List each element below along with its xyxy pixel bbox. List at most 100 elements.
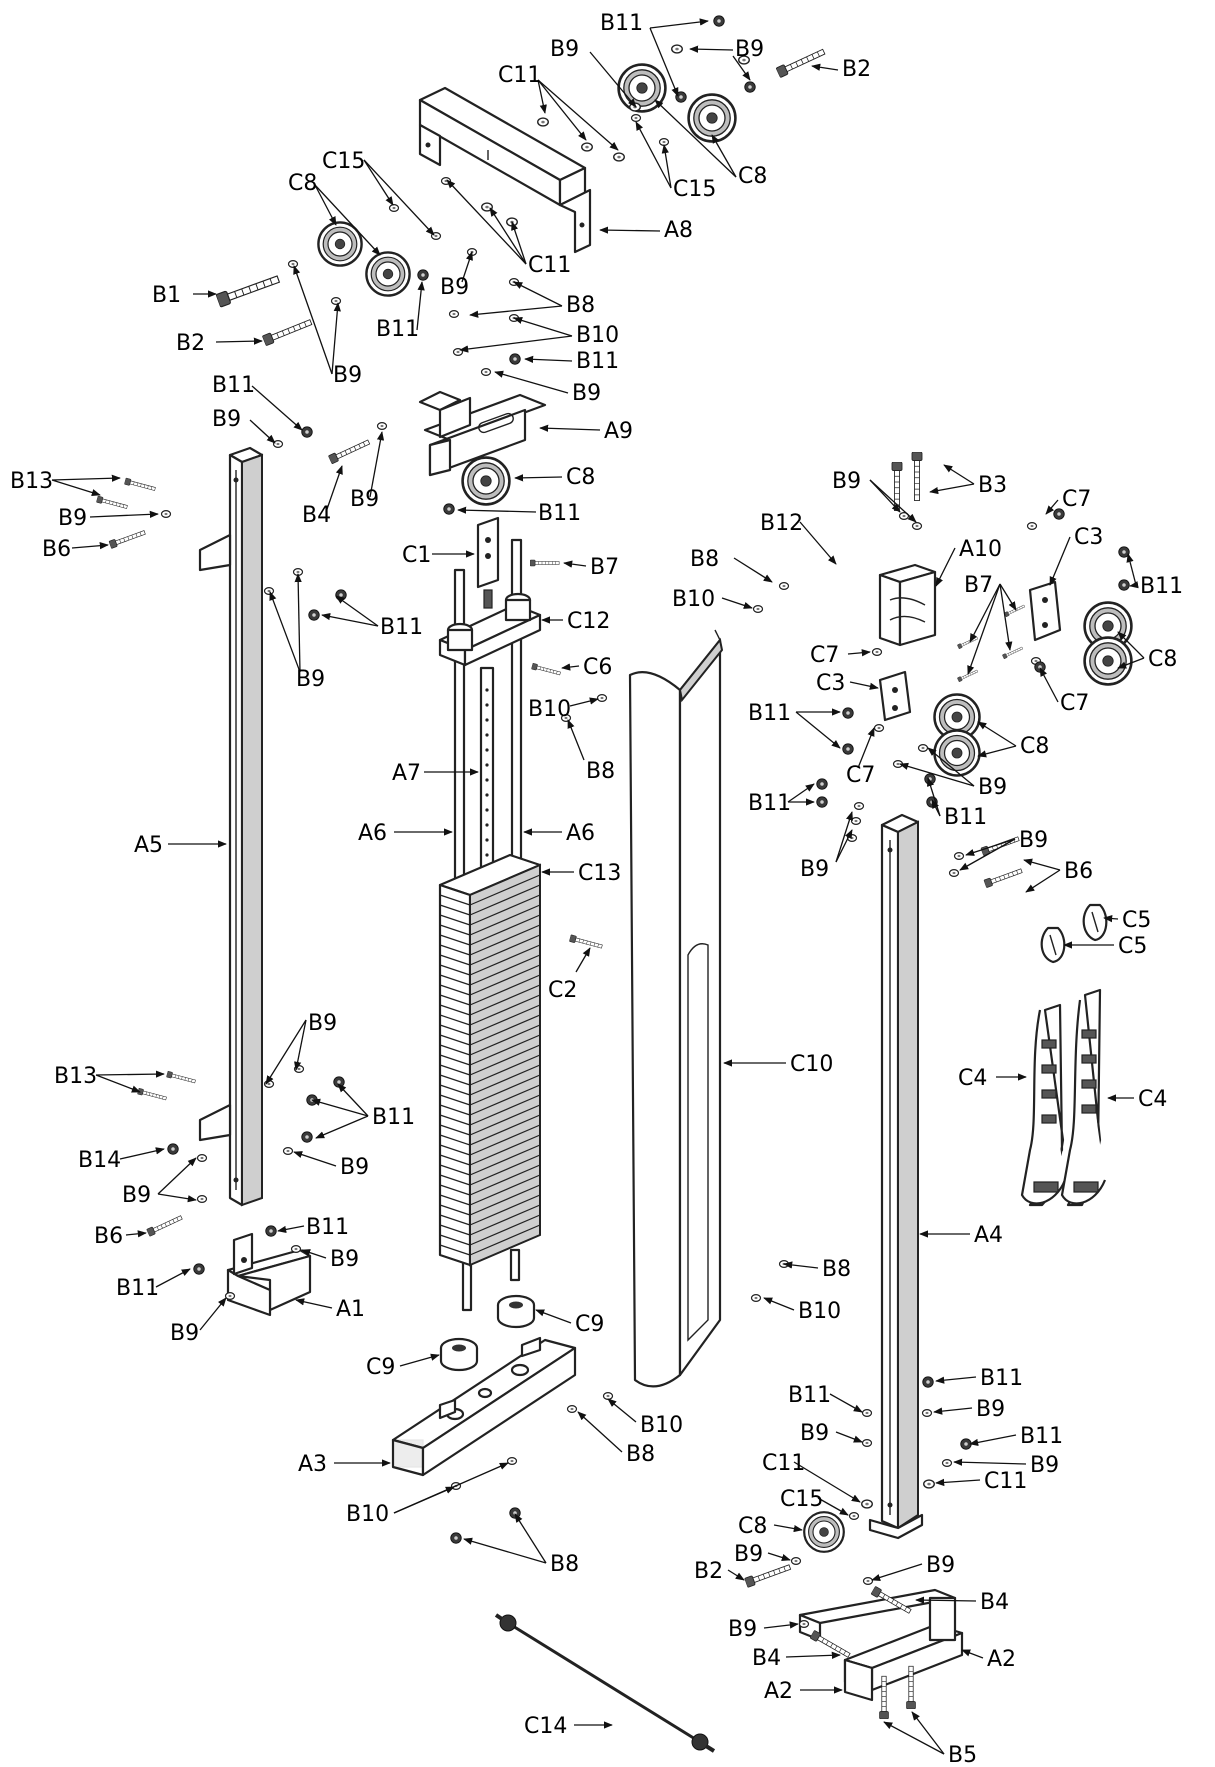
weight-plate-edge bbox=[439, 1124, 471, 1136]
part-label: B10 bbox=[528, 697, 571, 722]
part-label: B13 bbox=[54, 1064, 97, 1089]
part-label: B9 bbox=[800, 857, 829, 882]
weight-plate-edge bbox=[439, 1054, 471, 1066]
part-label: C3 bbox=[816, 671, 845, 696]
part-label: B8 bbox=[550, 1552, 579, 1577]
part-label: A5 bbox=[134, 833, 163, 858]
part-label: C9 bbox=[366, 1355, 395, 1380]
part-label: B12 bbox=[760, 511, 803, 536]
pulley-bracket-a9 bbox=[418, 390, 547, 477]
pulley-plate-c3-lower bbox=[878, 670, 912, 722]
part-label: B11 bbox=[538, 501, 581, 526]
part-label: C9 bbox=[575, 1312, 604, 1337]
part-label: B2 bbox=[176, 331, 205, 356]
pop-pin-c2 bbox=[568, 934, 604, 951]
handle-c4-left bbox=[1020, 1003, 1067, 1207]
bolt-b7-right-a bbox=[1003, 603, 1026, 618]
part-label: C8 bbox=[738, 164, 767, 189]
part-label: B9 bbox=[800, 1421, 829, 1446]
weight-plate-edge bbox=[439, 994, 471, 1006]
part-label: B8 bbox=[822, 1257, 851, 1282]
part-label: B9 bbox=[58, 506, 87, 531]
pulley-housing-a10 bbox=[878, 563, 937, 647]
pulley-plate-c3-upper bbox=[1028, 580, 1062, 642]
part-label: B11 bbox=[372, 1105, 415, 1130]
part-label: C14 bbox=[524, 1714, 567, 1739]
weight-plate-face bbox=[469, 1164, 541, 1196]
top-plate-c12 bbox=[438, 592, 542, 667]
part-label: C13 bbox=[578, 861, 621, 886]
part-label: C7 bbox=[846, 763, 875, 788]
part-label: C11 bbox=[984, 1469, 1027, 1494]
bolt-b3-b bbox=[911, 452, 923, 502]
part-label: B6 bbox=[1064, 859, 1093, 884]
bottom-frame-a3 bbox=[391, 1336, 577, 1477]
part-label: B7 bbox=[590, 555, 619, 580]
weight-plate-edge bbox=[439, 1234, 471, 1246]
part-label: A9 bbox=[604, 419, 633, 444]
part-label: C15 bbox=[673, 177, 716, 202]
part-label: B9 bbox=[350, 487, 379, 512]
weight-plate-edge bbox=[439, 1244, 471, 1256]
weight-plate-edge bbox=[439, 934, 471, 946]
weight-plate-edge bbox=[439, 964, 471, 976]
weight-plate-face bbox=[469, 1184, 541, 1216]
part-label: B5 bbox=[948, 1743, 977, 1767]
part-label: B2 bbox=[842, 57, 871, 82]
part-label: A8 bbox=[664, 218, 693, 243]
weight-plate-edge bbox=[439, 1144, 471, 1156]
weight-plate-face bbox=[469, 1094, 541, 1126]
part-label: A3 bbox=[298, 1452, 327, 1477]
weight-plate-edge bbox=[439, 1024, 471, 1036]
part-label: B10 bbox=[672, 587, 715, 612]
bolt-b7-right-d bbox=[956, 668, 979, 683]
weight-plate-face bbox=[469, 1194, 541, 1226]
part-label: B7 bbox=[964, 573, 993, 598]
bolt-b6-upper bbox=[108, 528, 147, 550]
weight-plate-face bbox=[469, 864, 541, 896]
part-label: C8 bbox=[566, 465, 595, 490]
part-label: B9 bbox=[976, 1397, 1005, 1422]
weight-plate-edge bbox=[439, 1074, 471, 1086]
weight-plate-face bbox=[469, 984, 541, 1016]
bolt-b6-right-b bbox=[983, 866, 1024, 889]
left-foot-a1 bbox=[226, 1232, 312, 1317]
bolt-b3-a bbox=[891, 462, 903, 512]
weight-stack-c13 bbox=[438, 853, 542, 1267]
weight-plate-edge bbox=[439, 884, 471, 896]
weight-plate-face bbox=[469, 874, 541, 906]
part-label: B6 bbox=[94, 1224, 123, 1249]
part-label: B11 bbox=[380, 615, 423, 640]
pulley-c8-right-d bbox=[1083, 636, 1133, 686]
part-label: C11 bbox=[762, 1451, 805, 1476]
part-label: B10 bbox=[346, 1502, 389, 1527]
part-label: C4 bbox=[958, 1066, 987, 1091]
part-label: B2 bbox=[694, 1559, 723, 1584]
weight-plate-edge bbox=[439, 1084, 471, 1096]
weight-plate-edge bbox=[439, 1164, 471, 1176]
part-label: C7 bbox=[810, 643, 839, 668]
weight-plate-face bbox=[469, 924, 541, 956]
bolt-b13-upper-a bbox=[123, 477, 157, 493]
bolt-b1 bbox=[215, 272, 282, 308]
weight-plate-edge bbox=[439, 974, 471, 986]
part-label: C5 bbox=[1122, 908, 1151, 933]
part-label: C8 bbox=[1020, 734, 1049, 759]
bolt-b2-top bbox=[775, 46, 827, 79]
part-label: B4 bbox=[980, 1590, 1009, 1615]
weight-plate-face bbox=[469, 934, 541, 966]
weight-plate-face bbox=[469, 944, 541, 976]
part-label: B9 bbox=[440, 275, 469, 300]
handle-c4-right bbox=[1060, 988, 1107, 1207]
part-label: B11 bbox=[1140, 574, 1183, 599]
part-label: B11 bbox=[600, 11, 643, 36]
weight-plate-face bbox=[469, 1114, 541, 1146]
weight-plate-face bbox=[469, 1074, 541, 1106]
weight-plate-edge bbox=[439, 1064, 471, 1076]
part-label: B11 bbox=[1020, 1424, 1063, 1449]
part-label: A4 bbox=[974, 1223, 1003, 1248]
part-label: C10 bbox=[790, 1052, 833, 1077]
weight-plate-edge bbox=[439, 954, 471, 966]
part-label: B9 bbox=[832, 469, 861, 494]
